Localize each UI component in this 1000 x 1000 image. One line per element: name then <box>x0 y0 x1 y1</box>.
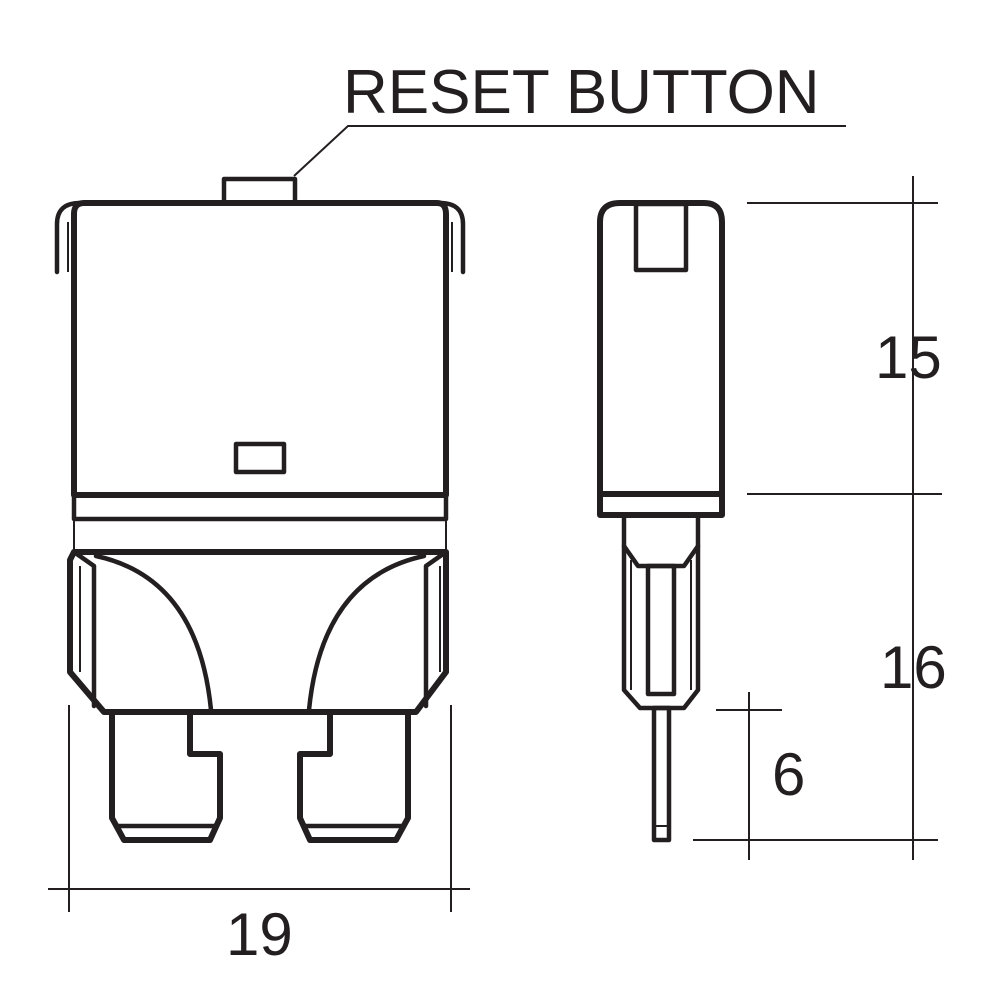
blade-length-label: 6 <box>772 741 805 808</box>
width-dimension-label: 19 <box>226 901 293 968</box>
left-curved-rib <box>93 553 214 713</box>
right-blade <box>297 709 411 843</box>
reset-button-label: RESET BUTTON <box>343 58 820 127</box>
reset-button <box>221 176 298 206</box>
housing-body <box>71 200 449 498</box>
terminal-height-label: 16 <box>880 634 947 701</box>
width-dimension: 19 <box>48 705 470 968</box>
side-stem <box>621 543 701 711</box>
body-height-label: 15 <box>875 324 942 391</box>
housing-band <box>71 492 449 522</box>
height-dimensions: 15 16 6 <box>693 176 947 860</box>
reset-button-leader-line <box>293 125 846 177</box>
indicator-window <box>233 441 287 475</box>
lower-base <box>67 549 449 715</box>
right-curved-rib <box>306 553 427 713</box>
side-view <box>597 200 725 843</box>
front-view <box>54 176 466 843</box>
side-housing <box>597 200 725 518</box>
side-reset-slot <box>633 201 689 273</box>
left-blade <box>109 709 223 843</box>
side-blade <box>651 705 672 843</box>
side-neck <box>621 512 701 569</box>
